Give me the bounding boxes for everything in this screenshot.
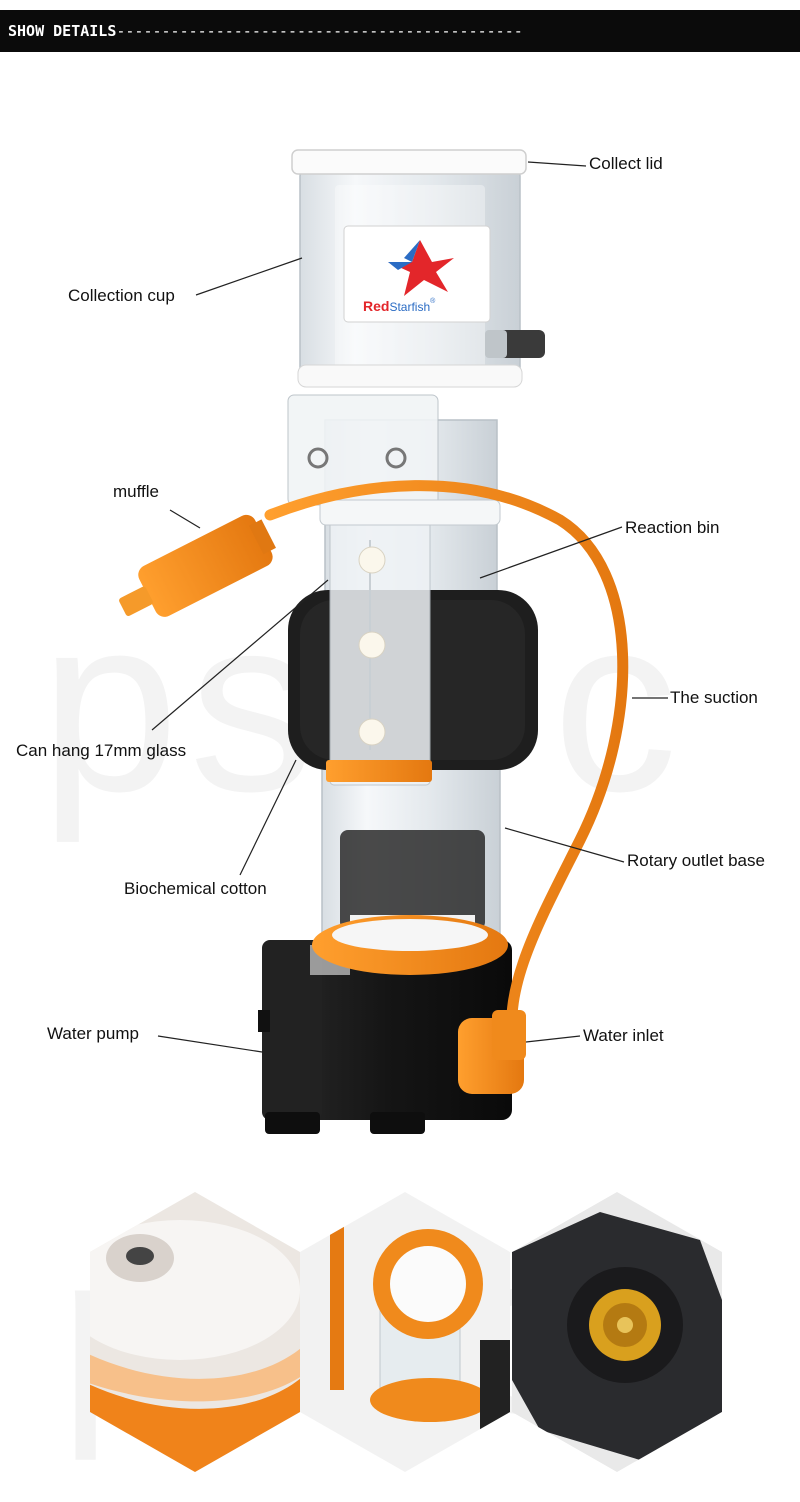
callout-can-hang: Can hang 17mm glass: [16, 741, 187, 760]
leader-lines: [151, 161, 668, 1053]
brand-logo-text: RedStarfish®: [363, 298, 436, 314]
glass-hanger-bracket: [326, 514, 432, 786]
callout-water-pump: Water pump: [47, 1024, 139, 1043]
section-title: SHOW DETAILS: [8, 22, 117, 40]
callout-reaction-bin: Reaction bin: [625, 518, 720, 537]
top-bracket: [287, 394, 501, 526]
collect-lid: [291, 149, 527, 175]
section-header-dashes: ----------------------------------------…: [116, 22, 523, 40]
callout-the-suction: The suction: [670, 688, 758, 707]
detail-photo-impeller: [512, 1192, 722, 1472]
detail-photo-lid: [90, 1192, 300, 1472]
callout-rotary-outlet-base: Rotary outlet base: [627, 851, 765, 870]
callout-muffle: muffle: [113, 482, 159, 501]
section-header: SHOW DETAILS----------------------------…: [0, 10, 800, 52]
muffle: [119, 514, 276, 617]
brand-logo: [343, 225, 491, 323]
callout-collection-cup: Collection cup: [68, 286, 175, 305]
callout-water-inlet: Water inlet: [583, 1026, 664, 1045]
callout-collect-lid: Collect lid: [589, 154, 663, 173]
suction-tube: [264, 480, 629, 1056]
detail-photo-gear-ring: [300, 1192, 510, 1472]
callout-biochemical-cotton: Biochemical cotton: [124, 879, 267, 898]
water-inlet: [458, 1010, 526, 1094]
